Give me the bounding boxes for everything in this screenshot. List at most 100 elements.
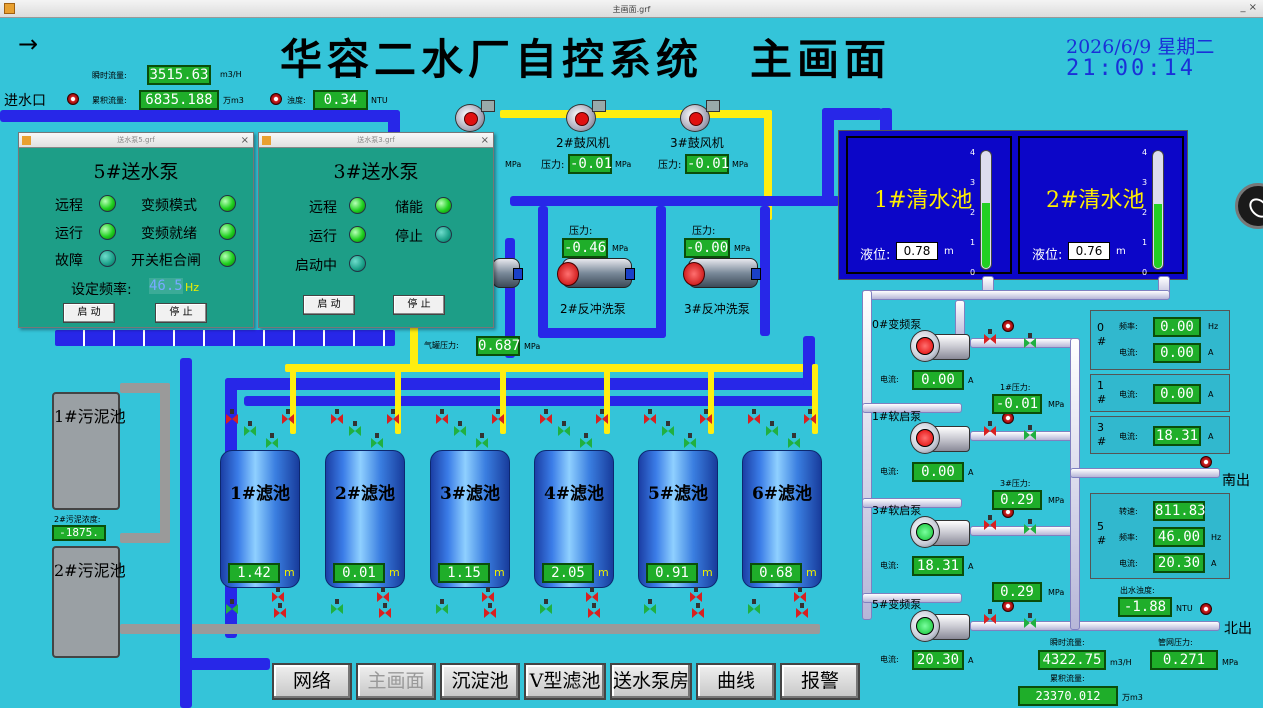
filter-5-drain-valve-icon[interactable] bbox=[644, 599, 656, 614]
gauge-tick-0-1: 3 bbox=[970, 178, 976, 187]
filter-2-drain-valve-icon[interactable] bbox=[331, 599, 343, 614]
filter-4-air-valve-icon[interactable] bbox=[596, 409, 608, 424]
outpump-0-icon[interactable] bbox=[910, 328, 972, 364]
filter-2-valve-g-icon[interactable] bbox=[349, 421, 361, 436]
outpump-0-check-valve-icon[interactable] bbox=[1024, 333, 1036, 348]
filter-4-drain-valve-icon[interactable] bbox=[540, 599, 552, 614]
outpump-0-valve-icon[interactable] bbox=[984, 329, 996, 344]
filter-4-valve-g-icon[interactable] bbox=[558, 421, 570, 436]
pump5-run-label: 运行 bbox=[55, 226, 83, 242]
filter-1-inlet-valve-icon[interactable] bbox=[226, 409, 238, 424]
window-controls[interactable]: _ × bbox=[1240, 2, 1257, 13]
outpump-3-check-valve-icon[interactable] bbox=[1024, 613, 1036, 628]
outpump-0-unit: A bbox=[968, 376, 974, 385]
filter-3-drain-valve-icon[interactable] bbox=[436, 599, 448, 614]
filter-1-valve-g2-icon[interactable] bbox=[266, 433, 278, 448]
gauge-tick-1-1: 3 bbox=[1142, 178, 1148, 187]
pump3-popup[interactable]: 送水泵3.grf× 3#送水泵 远程 储能 运行 停止 启动中 启 动 停 止 bbox=[258, 132, 494, 328]
filter-3-inlet-valve-icon[interactable] bbox=[436, 409, 448, 424]
filter-1-valve-g-icon[interactable] bbox=[244, 421, 256, 436]
filter-1-air-valve-icon[interactable] bbox=[282, 409, 294, 424]
nav-button-0[interactable]: 网络 bbox=[272, 663, 352, 700]
filter-2-waste-valve-icon[interactable] bbox=[379, 603, 391, 618]
nav-button-5[interactable]: 曲线 bbox=[696, 663, 776, 700]
blower-1-icon[interactable] bbox=[455, 100, 495, 132]
outpump-3-current-label: 电流: bbox=[880, 655, 899, 664]
nav-button-6[interactable]: 报警 bbox=[780, 663, 860, 700]
filter-4-bottom-valve-icon[interactable] bbox=[586, 587, 598, 602]
outpump-2-check-valve-icon[interactable] bbox=[1024, 519, 1036, 534]
outpump-1-valve-icon[interactable] bbox=[984, 421, 996, 436]
filter-5-waste-valve-icon[interactable] bbox=[692, 603, 704, 618]
pump3-stop-button[interactable]: 停 止 bbox=[393, 295, 445, 315]
filter-5-air-valve-icon[interactable] bbox=[700, 409, 712, 424]
pump5-vfdmode-led bbox=[219, 195, 236, 212]
filter-1-bottom-valve-icon[interactable] bbox=[272, 587, 284, 602]
filter-5-valve-g2-icon[interactable] bbox=[684, 433, 696, 448]
filter-1-drain-valve-icon[interactable] bbox=[226, 599, 238, 614]
filter-3-valve-g-icon[interactable] bbox=[454, 421, 466, 436]
inlet-total-unit: 万m3 bbox=[223, 96, 244, 105]
outpump-2-valve-icon[interactable] bbox=[984, 515, 996, 530]
backwash-pump-2-icon[interactable] bbox=[557, 258, 635, 288]
arrow-right-icon[interactable]: → bbox=[18, 30, 39, 58]
filter-2-valve-g2-icon[interactable] bbox=[371, 433, 383, 448]
filter-4-inlet-valve-icon[interactable] bbox=[540, 409, 552, 424]
blower-3-icon[interactable] bbox=[680, 100, 720, 132]
backwash-pipe-left bbox=[505, 238, 515, 358]
outpump-1-current-label: 电流: bbox=[880, 467, 899, 476]
backwash-pipe-right bbox=[760, 206, 770, 336]
nav-button-2[interactable]: 沉淀池 bbox=[440, 663, 520, 700]
nav-button-3[interactable]: V型滤池 bbox=[524, 663, 606, 700]
clearwater-1-level-label: 液位: bbox=[860, 248, 891, 263]
blower-2-icon[interactable] bbox=[566, 100, 606, 132]
filter-6-waste-valve-icon[interactable] bbox=[796, 603, 808, 618]
filter-2-air-valve-icon[interactable] bbox=[387, 409, 399, 424]
filter-2-bottom-valve-icon[interactable] bbox=[377, 587, 389, 602]
backwash-pump-3-icon[interactable] bbox=[683, 258, 761, 288]
outlet-flow-label: 瞬时流量: bbox=[1050, 638, 1085, 647]
filter-5-valve-g-icon[interactable] bbox=[662, 421, 674, 436]
filter-4-valve-g2-icon[interactable] bbox=[580, 433, 592, 448]
sludge-tank-2[interactable]: 2#污泥池 bbox=[52, 546, 126, 658]
nav-button-4[interactable]: 送水泵房 bbox=[610, 663, 692, 700]
filter-3-valve-g2-icon[interactable] bbox=[476, 433, 488, 448]
filter-6-air-valve-icon[interactable] bbox=[804, 409, 816, 424]
filter-4-waste-valve-icon[interactable] bbox=[588, 603, 600, 618]
filter-6-valve-g2-icon[interactable] bbox=[788, 433, 800, 448]
pump5-switch-label: 开关柜合闸 bbox=[131, 253, 201, 269]
outpump-3-valve-icon[interactable] bbox=[984, 609, 996, 624]
pump3-storage-led bbox=[435, 197, 452, 214]
filter-2-inlet-valve-icon[interactable] bbox=[331, 409, 343, 424]
filter-3-air-valve-icon[interactable] bbox=[492, 409, 504, 424]
backwash-2-pressure: -0.46 bbox=[562, 238, 608, 258]
filter-3-bottom-valve-icon[interactable] bbox=[482, 587, 494, 602]
outpump-1-check-valve-icon[interactable] bbox=[1024, 425, 1036, 440]
outlet-net-unit: MPa bbox=[1222, 658, 1239, 667]
filter-6-valve-g-icon[interactable] bbox=[766, 421, 778, 436]
filter-1-waste-valve-icon[interactable] bbox=[274, 603, 286, 618]
backwash-pump-1-icon[interactable] bbox=[492, 258, 523, 288]
pump5-popup[interactable]: 送水泵5.grf× 5#送水泵 远程 变频模式 运行 变频就绪 故障 开关柜合闸… bbox=[18, 132, 254, 328]
air-tank-pipe bbox=[410, 318, 418, 368]
filter-5-bottom-valve-icon[interactable] bbox=[690, 587, 702, 602]
filter-6-drain-valve-icon[interactable] bbox=[748, 599, 760, 614]
pump5-freq-input[interactable]: 46.5 bbox=[149, 278, 183, 294]
pump5-start-button[interactable]: 启 动 bbox=[63, 303, 115, 323]
filter-6-inlet-valve-icon[interactable] bbox=[748, 409, 760, 424]
outpump-2-icon[interactable] bbox=[910, 514, 972, 550]
nav-button-1[interactable]: 主画面 bbox=[356, 663, 436, 700]
side-float-button[interactable] bbox=[1235, 183, 1263, 229]
pump3-close-icon[interactable]: × bbox=[480, 135, 489, 146]
filter-3-waste-valve-icon[interactable] bbox=[484, 603, 496, 618]
pump5-close-icon[interactable]: × bbox=[240, 135, 249, 146]
outpump-3-icon[interactable] bbox=[910, 608, 972, 644]
pump3-start-button[interactable]: 启 动 bbox=[303, 295, 355, 315]
filter-5-inlet-valve-icon[interactable] bbox=[644, 409, 656, 424]
filter-6-bottom-valve-icon[interactable] bbox=[794, 587, 806, 602]
sludge-tank-1[interactable]: 1#污泥池 bbox=[52, 392, 126, 510]
pump5-stop-button[interactable]: 停 止 bbox=[155, 303, 207, 323]
outpump-1-icon[interactable] bbox=[910, 420, 972, 456]
